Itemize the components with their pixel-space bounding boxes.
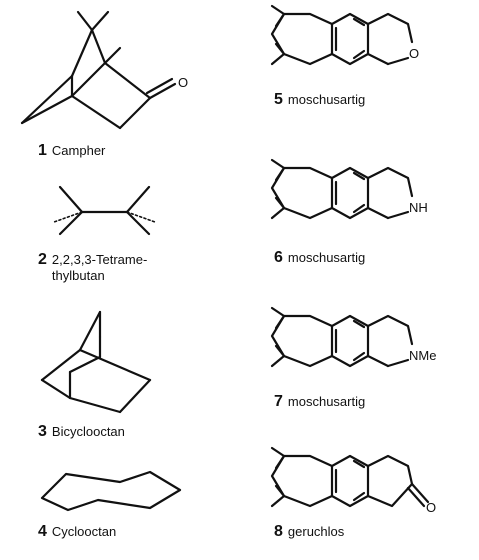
carbonyl-oxygen-label: O — [178, 75, 188, 90]
caption-8: 8 geruchlos — [274, 524, 344, 540]
amine-nh-label: NH — [409, 200, 428, 215]
compound-name-6: moschusartig — [287, 250, 366, 265]
compound-name-2: 2,2,3,3-Tetrame- thylbutan — [51, 252, 148, 283]
amine-nme-label: NMe — [409, 348, 436, 363]
caption-3: 3 Bicyclooctan — [38, 424, 125, 440]
compound-number-3: 3 — [38, 423, 47, 440]
caption-1: 1 Campher — [38, 143, 105, 159]
camphor-structure: O — [20, 10, 188, 130]
ring-oxygen-label: O — [409, 46, 419, 61]
compound-name-4: Cyclooctan — [51, 524, 117, 539]
compound-number-7: 7 — [274, 393, 283, 410]
compound-name-7: moschusartig — [287, 394, 366, 409]
cyclooctane-structure — [40, 470, 182, 512]
caption-6: 6 moschusartig — [274, 250, 365, 266]
ketone-oxygen-label: O — [426, 500, 436, 515]
ketone-structure: O — [270, 446, 436, 515]
isochroman-musk-structure: O — [270, 4, 419, 66]
compound-name-8: geruchlos — [287, 524, 345, 539]
compound-number-2: 2 — [38, 251, 47, 268]
compound-name-5: moschusartig — [287, 92, 366, 107]
compound-name-3: Bicyclooctan — [51, 424, 125, 439]
tetramethylbutane-structure — [53, 185, 156, 236]
nme-musk-structure: NMe — [270, 306, 436, 368]
compound-number-1: 1 — [38, 142, 47, 159]
bicyclooctane-structure — [40, 310, 152, 414]
compound-number-6: 6 — [274, 249, 283, 266]
compound-name-1: Campher — [51, 143, 106, 158]
caption-5: 5 moschusartig — [274, 92, 365, 108]
compound-number-5: 5 — [274, 91, 283, 108]
compound-number-4: 4 — [38, 523, 47, 540]
compound-number-8: 8 — [274, 523, 283, 540]
caption-4: 4 Cyclooctan — [38, 524, 116, 540]
caption-7: 7 moschusartig — [274, 394, 365, 410]
nh-musk-structure: NH — [270, 158, 428, 220]
